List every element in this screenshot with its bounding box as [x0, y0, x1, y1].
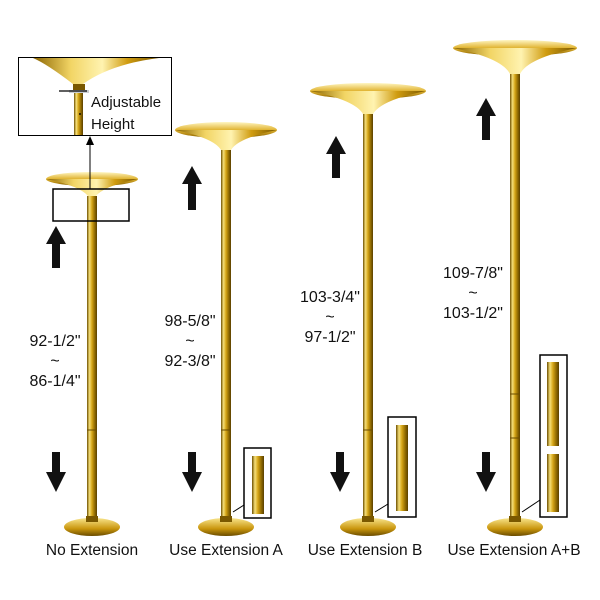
- pole-extension-ab: [453, 40, 577, 536]
- adjustable-height-label: Adjustable Height: [91, 92, 162, 135]
- range-label-extension-b: 103-3/4" ~ 97-1/2": [285, 288, 375, 348]
- inset-shaft: [74, 93, 83, 135]
- range-tilde: ~: [325, 309, 335, 326]
- caption-extension-b: Use Extension B: [307, 542, 423, 559]
- pole-top-funnel: [175, 130, 277, 150]
- range-high: 98-5/8": [164, 313, 216, 330]
- down-arrow-icon: [182, 452, 202, 492]
- pole-shaft: [87, 196, 97, 518]
- range-high: 103-3/4": [300, 289, 360, 306]
- down-arrow-icon: [476, 452, 496, 492]
- pole-top-funnel: [453, 48, 577, 74]
- inset-zoom-view: [33, 58, 159, 135]
- range-label-no-extension: 92-1/2" ~ 86-1/4": [20, 332, 90, 392]
- label-line-2: Height: [91, 116, 135, 133]
- pole-shaft: [221, 150, 231, 518]
- extension-b-piece: [547, 362, 559, 446]
- pole-shaft: [363, 114, 373, 518]
- extension-a-piece: [252, 456, 264, 514]
- adjustable-height-inset: Adjustable Height: [18, 57, 172, 136]
- pole-extension-a: [175, 122, 277, 536]
- up-arrow-icon: [182, 166, 202, 210]
- range-low: 92-3/8": [164, 353, 216, 370]
- down-arrow-icon: [46, 452, 66, 492]
- range-label-extension-ab: 109-7/8" ~ 103-1/2": [428, 264, 518, 324]
- up-arrow-icon: [46, 226, 66, 268]
- up-arrows: [46, 98, 496, 268]
- pole-base: [198, 518, 254, 536]
- caption-extension-ab: Use Extension A+B: [447, 542, 581, 559]
- pole-base: [487, 518, 543, 536]
- range-tilde: ~: [185, 333, 195, 350]
- range-low: 103-1/2": [443, 305, 503, 322]
- down-arrows: [46, 452, 496, 492]
- highlight-box: [52, 188, 130, 222]
- pole-extension-b: [310, 83, 426, 536]
- pole-base: [64, 518, 120, 536]
- caption-extension-a: Use Extension A: [169, 542, 283, 559]
- range-low: 97-1/2": [304, 329, 356, 346]
- pole-no-extension: [46, 172, 138, 536]
- range-high: 109-7/8": [443, 265, 503, 282]
- inset-funnel: [33, 58, 159, 84]
- label-line-1: Adjustable: [91, 94, 162, 111]
- extension-b-piece: [396, 425, 408, 511]
- range-label-extension-a: 98-5/8" ~ 92-3/8": [150, 312, 230, 372]
- pole-top-funnel: [46, 179, 138, 196]
- extension-a-piece: [547, 454, 559, 512]
- range-tilde: ~: [468, 285, 478, 302]
- range-high: 92-1/2": [29, 333, 81, 350]
- pole-shaft: [510, 74, 520, 518]
- caption-no-extension: No Extension: [45, 542, 139, 559]
- up-arrow-icon: [476, 98, 496, 140]
- down-arrow-icon: [330, 452, 350, 492]
- pole-top-funnel: [310, 91, 426, 114]
- range-low: 86-1/4": [29, 373, 81, 390]
- range-tilde: ~: [50, 353, 60, 370]
- pole-base: [340, 518, 396, 536]
- callout-arrowhead: [86, 136, 94, 145]
- up-arrow-icon: [326, 136, 346, 178]
